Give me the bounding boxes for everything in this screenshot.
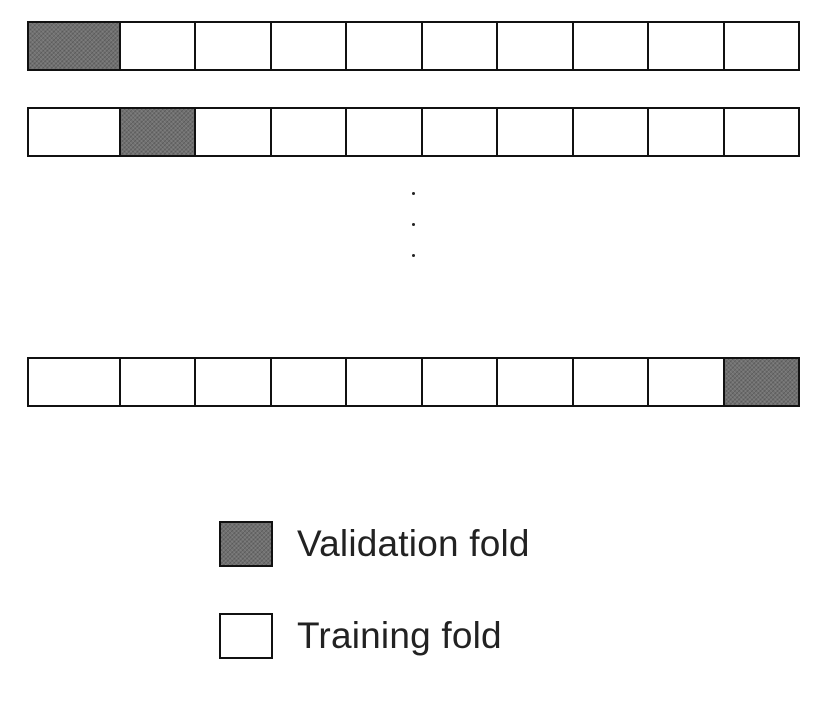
training-label: Training fold	[297, 615, 502, 656]
training-fold	[422, 109, 499, 155]
training-fold	[573, 359, 650, 405]
training-fold	[649, 23, 725, 69]
training-fold	[196, 109, 272, 155]
ellipsis-dot	[412, 223, 415, 226]
ellipsis-dot	[412, 192, 415, 195]
training-fold	[724, 109, 798, 155]
training-fold	[121, 359, 197, 405]
ellipsis-dot	[412, 254, 415, 257]
validation-fold	[724, 359, 798, 405]
training-fold	[29, 109, 121, 155]
fold-row-1	[27, 21, 800, 71]
fold-row-2	[27, 107, 800, 157]
validation-fold	[121, 109, 197, 155]
training-fold	[573, 23, 650, 69]
training-fold	[498, 359, 574, 405]
legend-training: Training fold	[219, 613, 502, 659]
training-fold	[498, 23, 574, 69]
training-fold	[649, 109, 725, 155]
training-fold	[121, 23, 197, 69]
training-swatch	[219, 613, 273, 659]
legend-validation: Validation fold	[219, 521, 530, 567]
training-fold	[271, 359, 348, 405]
training-fold	[573, 109, 650, 155]
training-fold	[649, 359, 725, 405]
training-fold	[422, 359, 499, 405]
fold-row-last	[27, 357, 800, 407]
training-fold	[422, 23, 499, 69]
training-fold	[347, 359, 423, 405]
training-fold	[498, 109, 574, 155]
training-fold	[271, 23, 348, 69]
training-fold	[347, 23, 423, 69]
validation-fold	[29, 23, 121, 69]
validation-swatch	[219, 521, 273, 567]
validation-label: Validation fold	[297, 523, 530, 564]
training-fold	[271, 109, 348, 155]
training-fold	[724, 23, 798, 69]
training-fold	[196, 23, 272, 69]
training-fold	[29, 359, 121, 405]
training-fold	[347, 109, 423, 155]
training-fold	[196, 359, 272, 405]
